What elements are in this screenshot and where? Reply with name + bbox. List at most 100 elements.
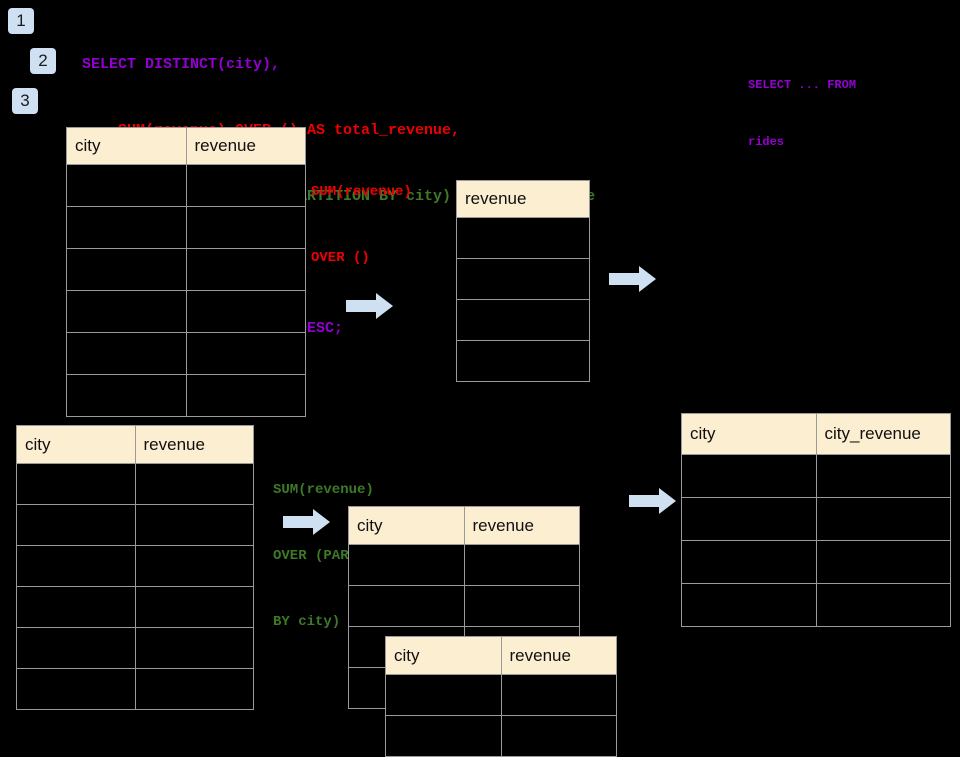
cell-city: [681, 497, 817, 541]
cell-revenue: [456, 299, 590, 341]
table-row[interactable]: [348, 544, 580, 586]
column-header-revenue: revenue: [134, 425, 254, 464]
slide-canvas: 1 2 3 SELECT DISTINCT(city), SUM(revenue…: [8, 8, 951, 757]
table-row[interactable]: [456, 258, 590, 300]
cell-city: [16, 586, 136, 628]
cell-revenue: [185, 290, 306, 333]
column-header-revenue: revenue: [463, 506, 580, 545]
table-row[interactable]: [456, 299, 590, 341]
column-header-city: city: [16, 425, 136, 464]
table-header-row: city revenue: [16, 425, 254, 464]
column-header-city: city: [66, 127, 187, 165]
annotation-total-revenue-line-1: SUM(revenue): [311, 184, 412, 200]
table-row[interactable]: [16, 504, 254, 546]
cell-revenue: [134, 586, 254, 628]
cell-revenue: [185, 164, 306, 207]
cell-city-revenue: [815, 540, 951, 584]
table-row[interactable]: [66, 164, 306, 207]
cell-revenue: [134, 463, 254, 505]
table-header-row: city revenue: [385, 636, 617, 675]
cell-city: [16, 504, 136, 546]
cell-revenue: [463, 585, 580, 627]
cell-city: [66, 374, 187, 417]
table-row[interactable]: [66, 374, 306, 417]
column-header-city-revenue: city_revenue: [815, 413, 951, 455]
cell-revenue: [456, 217, 590, 259]
cell-revenue: [456, 258, 590, 300]
table-row[interactable]: [66, 206, 306, 249]
table-row[interactable]: [66, 248, 306, 291]
cell-city: [385, 715, 502, 757]
sql-line-select: SELECT DISTINCT(city),: [82, 56, 281, 73]
table-row[interactable]: [16, 463, 254, 505]
cell-city: [66, 164, 187, 207]
table-row[interactable]: [348, 585, 580, 627]
cell-city: [66, 248, 187, 291]
aside-line-2: rides: [748, 135, 785, 149]
cell-revenue: [185, 248, 306, 291]
step-badge-2[interactable]: 2: [30, 48, 56, 74]
cell-city-revenue: [815, 454, 951, 498]
column-header-revenue: revenue: [500, 636, 617, 675]
table-row[interactable]: [16, 627, 254, 669]
table-header-row: revenue: [456, 180, 590, 218]
cell-revenue: [134, 627, 254, 669]
arrow-source-to-partition: [283, 508, 331, 536]
table-row[interactable]: [681, 540, 951, 584]
column-header-revenue: revenue: [456, 180, 590, 218]
table-row[interactable]: [681, 583, 951, 627]
table-rides-source-top[interactable]: city revenue: [66, 127, 306, 417]
table-row[interactable]: [681, 454, 951, 498]
column-header-revenue: revenue: [185, 127, 306, 165]
cell-city: [385, 674, 502, 716]
table-row[interactable]: [16, 668, 254, 710]
table-row[interactable]: [385, 674, 617, 716]
table-row[interactable]: [385, 715, 617, 757]
step-badge-3[interactable]: 3: [12, 88, 38, 114]
cell-city: [16, 545, 136, 587]
table-row[interactable]: [456, 217, 590, 259]
cell-city-revenue: [815, 583, 951, 627]
column-header-city: city: [385, 636, 502, 675]
cell-revenue: [134, 668, 254, 710]
table-final-result[interactable]: city city_revenue: [681, 413, 951, 627]
cell-city-revenue: [815, 497, 951, 541]
cell-revenue: [456, 340, 590, 382]
cell-city: [66, 206, 187, 249]
annotation-total-revenue: SUM(revenue) OVER (): [311, 137, 412, 313]
aside-select-from-rides: SELECT ... FROM rides: [748, 38, 856, 190]
annotation-city-revenue-line-1: SUM(revenue): [273, 482, 374, 498]
annotation-city-revenue-line-3: BY city): [273, 614, 341, 630]
table-total-revenue[interactable]: revenue: [456, 180, 590, 382]
cell-revenue: [500, 715, 617, 757]
table-row[interactable]: [16, 586, 254, 628]
arrow-total-to-final: [609, 265, 657, 293]
cell-city: [681, 540, 817, 584]
table-header-row: city revenue: [66, 127, 306, 165]
cell-revenue: [134, 504, 254, 546]
table-partition-group-front[interactable]: city revenue: [385, 636, 617, 757]
cell-revenue: [185, 374, 306, 417]
cell-revenue: [500, 674, 617, 716]
arrow-partition-to-final: [629, 487, 677, 515]
cell-revenue: [185, 206, 306, 249]
table-row[interactable]: [66, 290, 306, 333]
column-header-city: city: [681, 413, 817, 455]
cell-revenue: [185, 332, 306, 375]
cell-city: [66, 332, 187, 375]
cell-revenue: [463, 544, 580, 586]
cell-city: [681, 454, 817, 498]
table-row[interactable]: [681, 497, 951, 541]
aside-line-1: SELECT ... FROM: [748, 78, 857, 92]
column-header-city: city: [348, 506, 465, 545]
table-row[interactable]: [16, 545, 254, 587]
table-row[interactable]: [456, 340, 590, 382]
cell-city: [66, 290, 187, 333]
step-badge-1[interactable]: 1: [8, 8, 34, 34]
table-rides-source-bottom[interactable]: city revenue: [16, 425, 254, 710]
table-row[interactable]: [66, 332, 306, 375]
cell-city: [16, 627, 136, 669]
arrow-source-to-total: [346, 292, 394, 320]
cell-city: [16, 463, 136, 505]
cell-city: [348, 585, 465, 627]
